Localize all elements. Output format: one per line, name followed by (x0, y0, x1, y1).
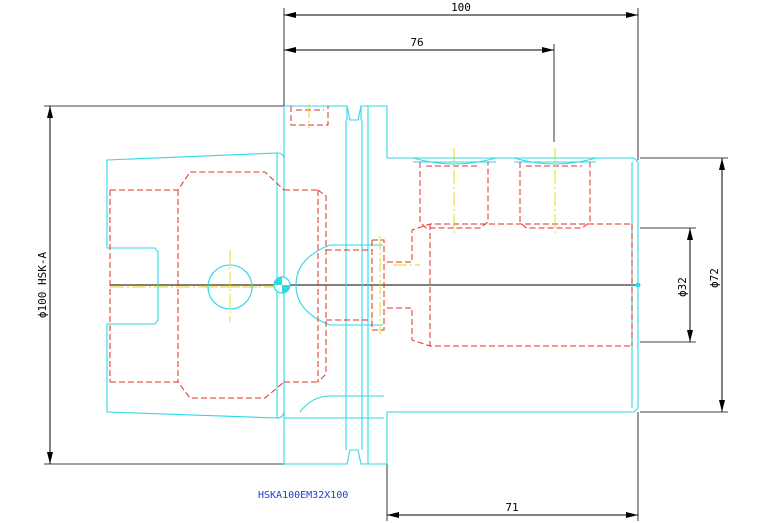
axis-end-marker (635, 282, 641, 288)
dimension-label-76: 76 (410, 36, 423, 49)
dimension-label-body: ϕ72 (708, 268, 721, 288)
dimension-label-bore: ϕ32 (676, 277, 689, 297)
dimension-bore-diameter: ϕ32 (640, 227, 696, 343)
dimension-overall-length: 100 (283, 1, 639, 160)
dimension-label-shank: ϕ100 HSK-A (36, 252, 49, 319)
dimension-label-100: 100 (451, 1, 471, 14)
dimension-body-length: 71 (386, 412, 639, 521)
dimension-shank-diameter: ϕ100 HSK-A (36, 105, 284, 465)
center-lines (110, 104, 556, 334)
part-number-label: HSKA100EM32X100 (258, 490, 348, 501)
hidden-lines (109, 106, 633, 399)
origin-marker (273, 276, 291, 294)
dimension-body-diameter: ϕ72 (640, 157, 728, 413)
dimension-label-71: 71 (505, 501, 518, 514)
dimension-flange-to-hole: 76 (284, 36, 555, 142)
cross-hole-circle (207, 264, 253, 310)
flange (283, 105, 388, 465)
